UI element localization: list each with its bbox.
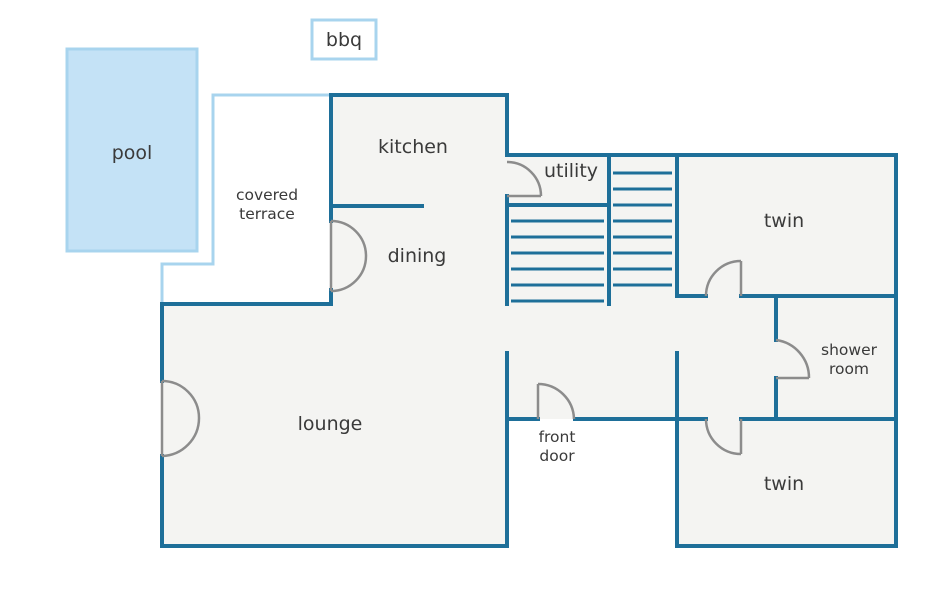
covered-terrace-label-line2: terrace (239, 205, 295, 223)
pool-label: pool (112, 142, 153, 164)
pool (65, 47, 199, 253)
front-door-label-line2: door (539, 447, 575, 465)
twin-top-label: twin (764, 210, 804, 232)
stairs-left (511, 219, 604, 303)
utility-label: utility (544, 160, 598, 182)
lounge-label: lounge (298, 413, 363, 435)
twin-bottom-label: twin (764, 473, 804, 495)
front-door-label-line1: front (539, 428, 576, 446)
shower-room-label-line1: shower (821, 341, 878, 359)
bbq-label: bbq (326, 29, 362, 51)
floor-fills (162, 95, 896, 546)
bbq-box (310, 18, 378, 61)
doors (160, 160, 811, 458)
covered-terrace-label-line1: covered (236, 186, 298, 204)
kitchen-label: kitchen (378, 136, 448, 158)
covered-terrace-outline (160, 93, 330, 304)
shower-room-label-line2: room (829, 360, 869, 378)
dining-label: dining (388, 245, 447, 267)
walls (160, 93, 898, 548)
stairs-right (613, 171, 672, 287)
